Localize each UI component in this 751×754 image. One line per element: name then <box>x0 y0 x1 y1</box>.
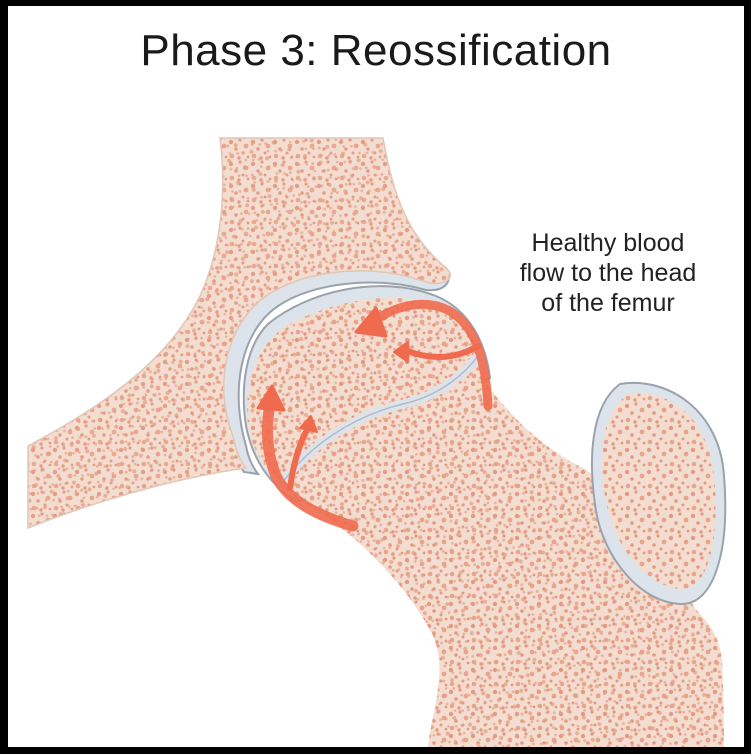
annotation-line-3: of the femur <box>478 288 738 318</box>
annotation-line-1: Healthy blood <box>478 228 738 258</box>
annotation-line-2: flow to the head <box>478 258 738 288</box>
diagram-title: Phase 3: Reossification <box>8 26 744 76</box>
hip-joint-illustration <box>8 6 744 747</box>
diagram-frame: Phase 3: Reossification Healthy blood fl… <box>8 6 744 747</box>
blood-flow-annotation: Healthy blood flow to the head of the fe… <box>478 228 738 318</box>
